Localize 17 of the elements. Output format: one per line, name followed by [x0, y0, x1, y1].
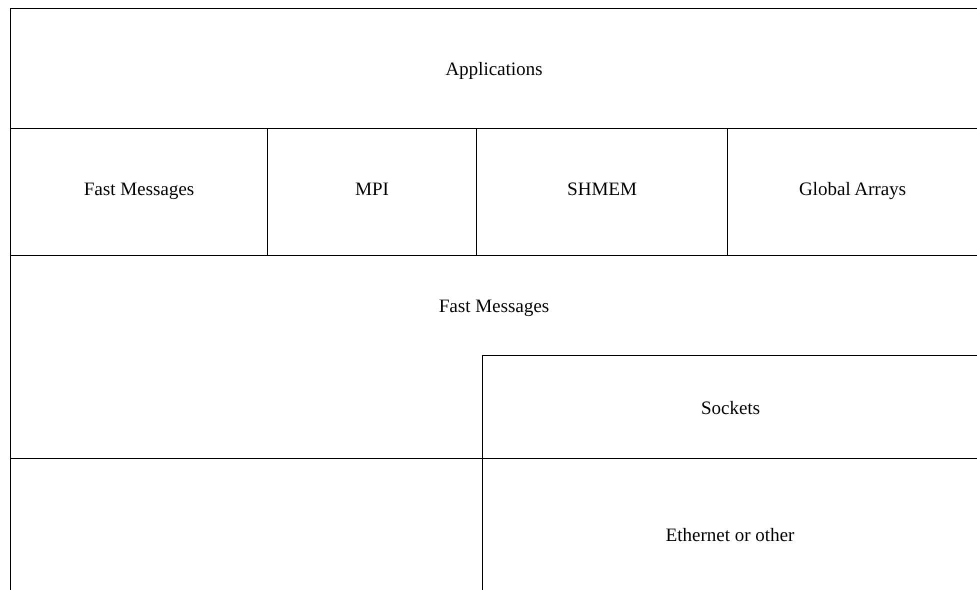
layer-box [482, 355, 977, 459]
layer-box [267, 128, 476, 255]
layer-label: SHMEM [567, 179, 637, 201]
layer-box [476, 128, 727, 255]
layer-box [10, 8, 977, 128]
layer-label: Ethernet or other [666, 525, 794, 547]
layer-box [10, 255, 977, 458]
empty-box [10, 458, 482, 590]
layer-label: Global Arrays [798, 179, 906, 201]
layer-label: MPI [355, 179, 389, 201]
layer-label: Fast Messages [438, 296, 550, 318]
layer-box [482, 458, 977, 590]
layer-box [10, 128, 267, 255]
layer-label: Applications [445, 59, 543, 81]
layer-label: Sockets [700, 398, 760, 420]
layer-label: Fast Messages [84, 179, 194, 201]
layer-box [727, 128, 977, 255]
